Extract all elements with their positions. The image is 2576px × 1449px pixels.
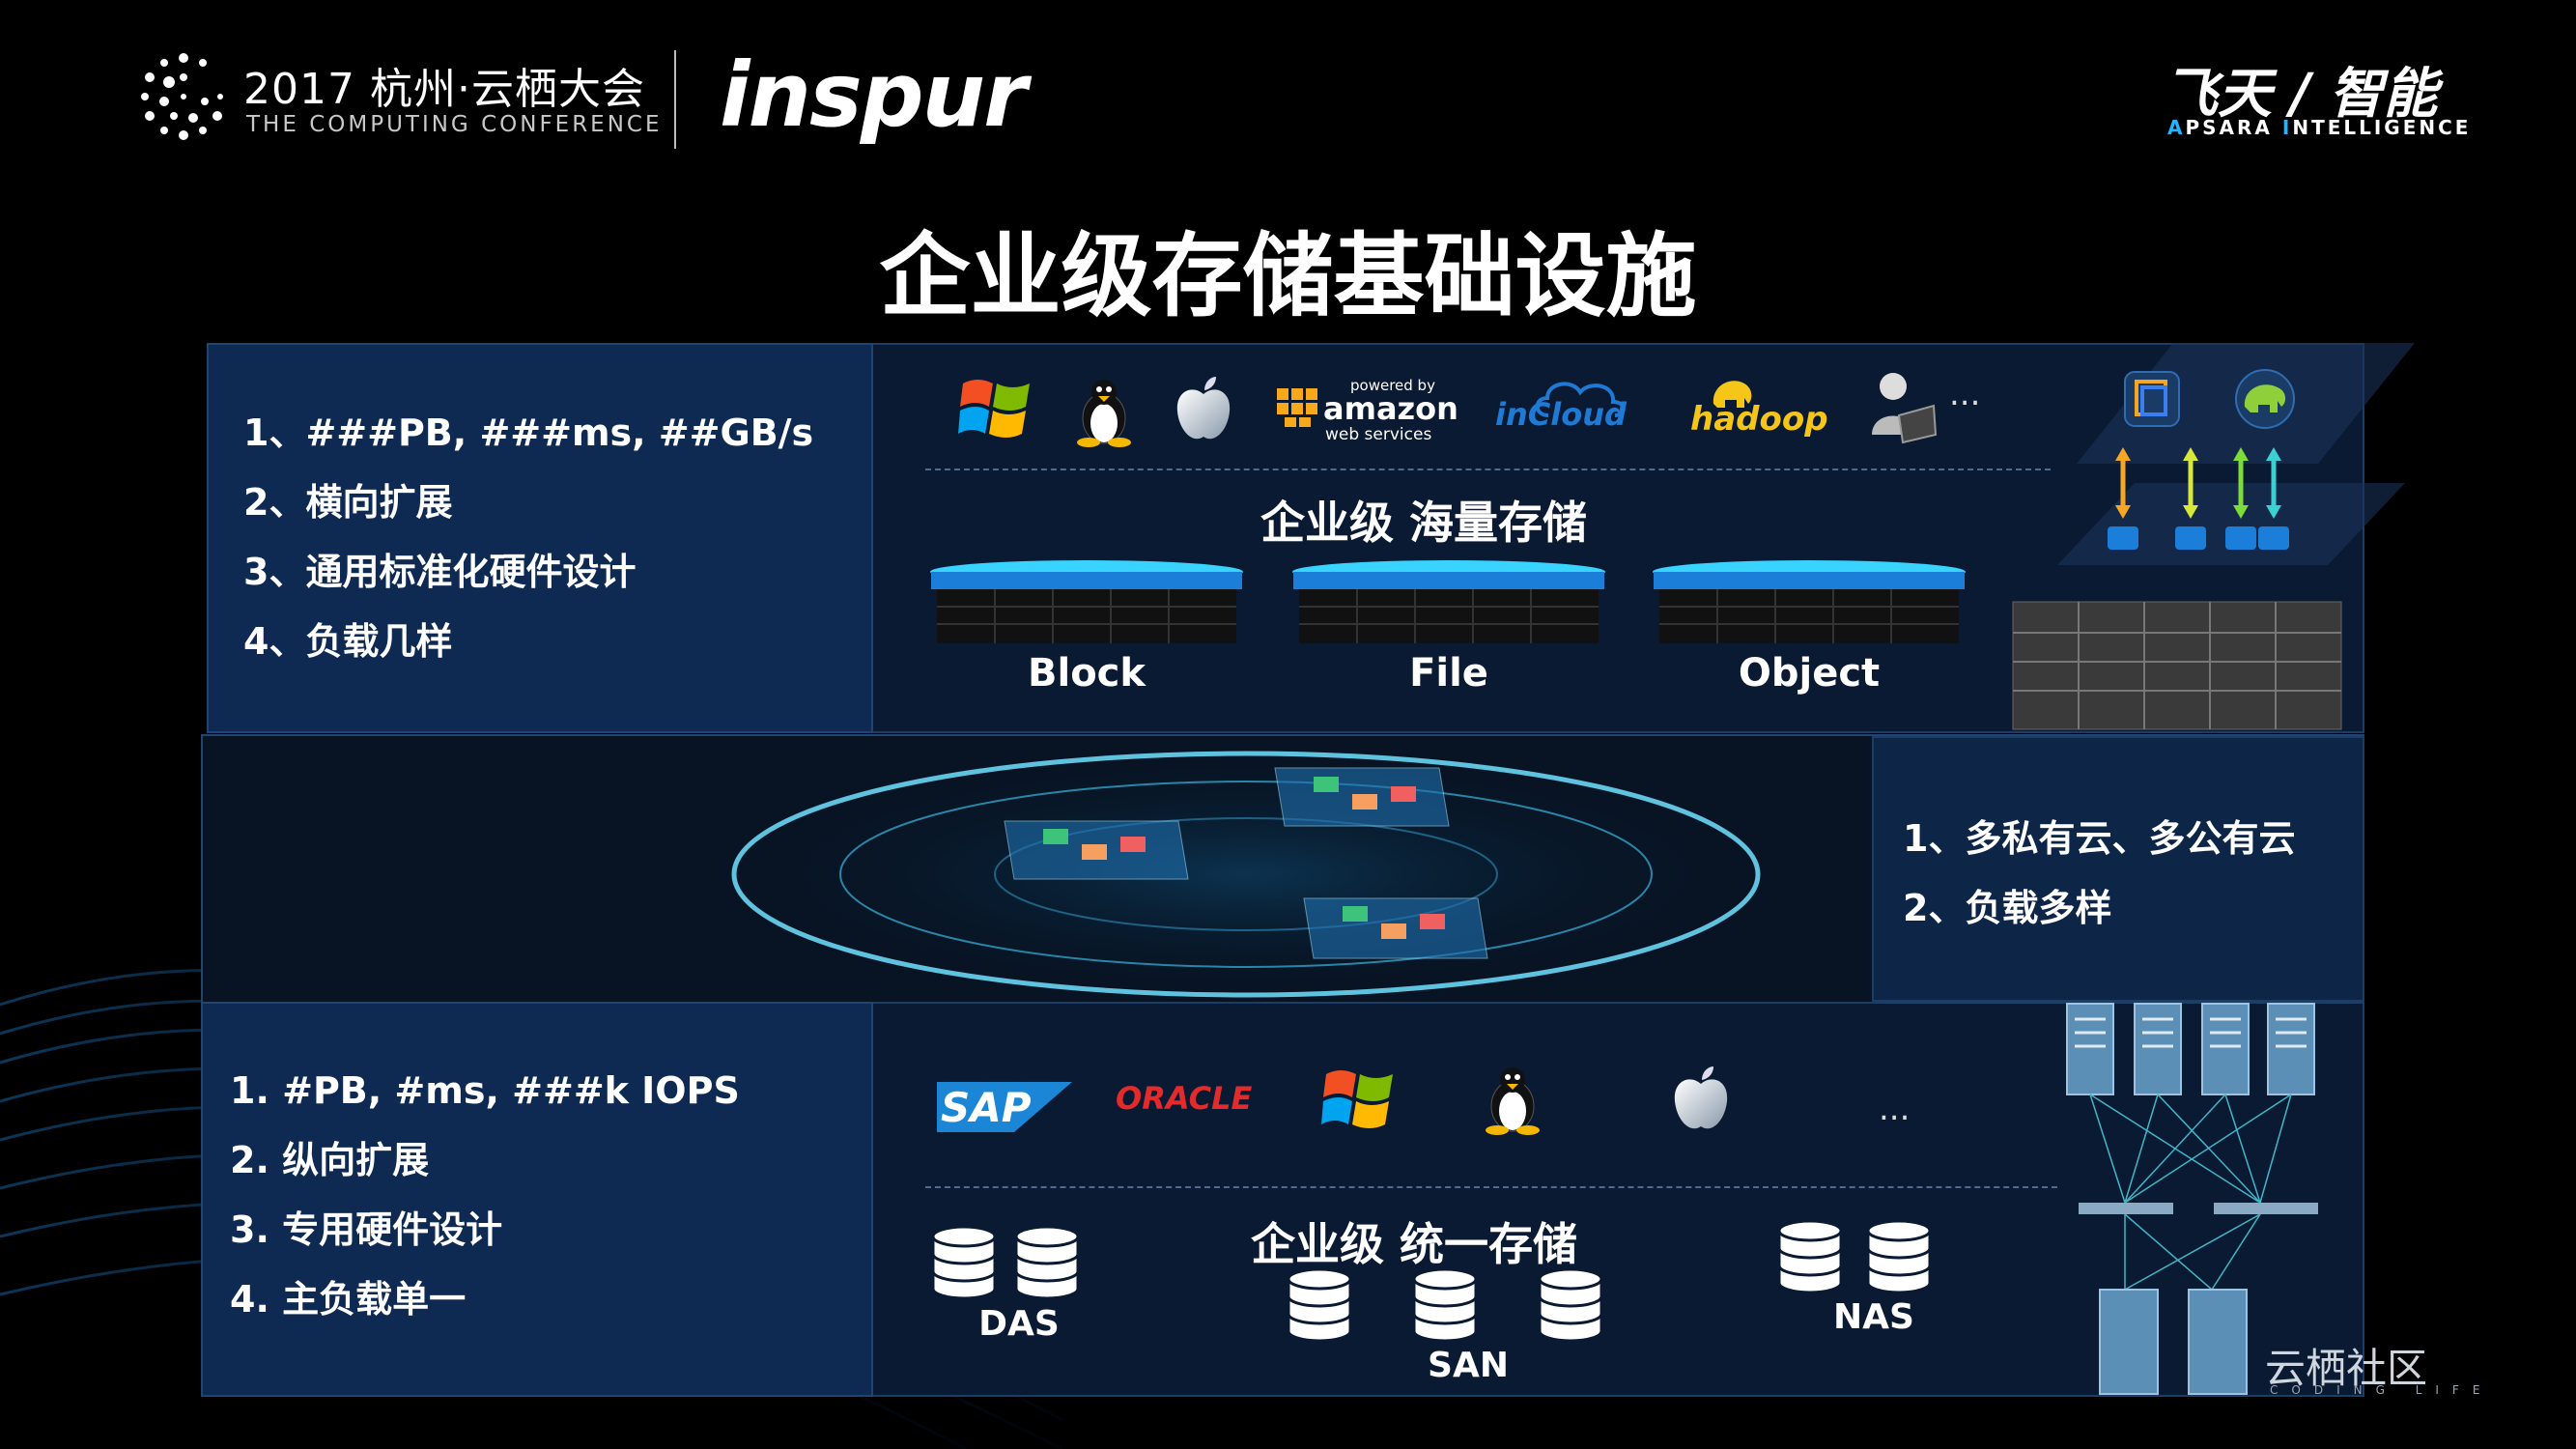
top-feature-2: 2、横向扩展 [243,481,453,524]
cloud-icon [1535,382,1626,417]
das-storage-icon [931,1225,1080,1300]
apsara-word-psara: PSARA [2185,116,2282,139]
oracle-logo: ORACLE [1116,1080,1253,1117]
bottom-feature-2: 2. 纵向扩展 [230,1139,430,1181]
aws-logo: powered by amazon web services [1275,377,1458,444]
mass-storage-title: 企业级 海量存储 [1260,497,1588,549]
page-title: 企业级存储基础设施 [879,224,1697,329]
inspur-logo: inspur [720,43,1028,147]
conference-title: 2017 杭州·云栖大会 [243,65,645,114]
aws-cubes-icon [1277,388,1317,427]
middle-feature-list: 1、多私有云、多公有云 2、负载多样 [1903,804,2295,943]
sap-logo: SAP [937,1082,1072,1132]
aws-amazon: amazon [1323,390,1458,427]
apsara-word-ntelligence: NTELLIGENCE [2292,116,2472,139]
middle-feature-1: 1、多私有云、多公有云 [1903,817,2296,860]
san-topology-graphic [2066,1003,2318,1395]
bottom-feature-list: 1. #PB, #ms, ###k IOPS 2. 纵向扩展 3. 专用硬件设计… [230,1056,740,1334]
distributed-storage-cluster-graphic [2012,343,2415,730]
sap-text: SAP [941,1084,1032,1131]
apple-icon [1176,377,1231,440]
top-feature-1: 1、###PB, ###ms, ##GB/s [243,412,814,454]
linux-icon [1077,380,1131,447]
conference-logo [141,53,223,140]
hadoop-text: hadoop [1690,400,1828,439]
watermark-title: 云栖社区 [2265,1345,2428,1392]
incloud-logo: inCloud [1495,377,1630,435]
top-logos-ellipsis: ... [1949,375,1981,413]
hadoop-elephant-icon [1713,381,1752,408]
bottom-feature-3: 3. 专用硬件设计 [230,1208,503,1251]
hadoop-logo: hadoop [1690,375,1828,442]
sap-badge-icon [937,1082,1072,1132]
block-storage-icon [930,560,1243,643]
bottom-feature-1: 1. #PB, #ms, ###k IOPS [230,1069,740,1112]
das-label: DAS [978,1304,1060,1344]
file-storage-icon [1292,560,1605,643]
datacenter-box-left [1004,820,1189,880]
header-divider [674,50,676,149]
bottom-feature-4: 4. 主负载单一 [230,1278,467,1321]
nas-storage-icon [1777,1219,1932,1294]
incloud-text: inCloud [1495,396,1627,433]
san-storage-icon [1287,1267,1603,1343]
bottom-divider [925,1186,2057,1188]
middle-feature-panel [1872,736,2364,1002]
top-feature-3: 3、通用标准化硬件设计 [243,551,637,593]
bottom-logos-ellipsis: ... [1879,1090,1911,1128]
aws-web-services: web services [1325,425,1432,444]
user-computer-icon [1872,373,1938,444]
watermark-subtitle: CODING LIFE [2270,1383,2494,1397]
windows-icon [1321,1070,1393,1128]
top-divider [925,469,2051,470]
apple-icon [1674,1066,1728,1129]
top-feature-list: 1、###PB, ###ms, ##GB/s 2、横向扩展 3、通用标准化硬件设… [243,398,813,676]
block-label: Block [1028,651,1146,696]
san-label: SAN [1428,1346,1509,1385]
conference-subtitle: THE COMPUTING CONFERENCE [246,112,663,137]
unified-storage-title: 企业级 统一存储 [1251,1218,1578,1270]
object-storage-icon [1653,560,1966,643]
apsara-logo: 飞天 / 智能 [2164,63,2438,126]
aws-powered-by: powered by [1350,377,1435,394]
datacenter-box-top [1274,767,1450,827]
bottom-feature-panel [201,1002,873,1397]
top-feature-panel [207,343,873,733]
apsara-subtitle: APSARA INTELLIGENCE [2167,116,2471,139]
middle-feature-2: 2、负载多样 [1903,887,2112,929]
nas-label: NAS [1833,1297,1914,1337]
object-label: Object [1738,651,1881,696]
windows-icon [958,380,1030,438]
datacenter-box-bottom [1303,897,1488,959]
top-feature-4: 4、负载几样 [243,620,453,663]
apsara-initial-i: I [2281,116,2293,139]
linux-icon [1486,1067,1540,1135]
cloud-datacenter-rings-graphic [724,749,1768,1000]
file-label: File [1409,651,1488,696]
apsara-initial-a: A [2167,116,2186,139]
